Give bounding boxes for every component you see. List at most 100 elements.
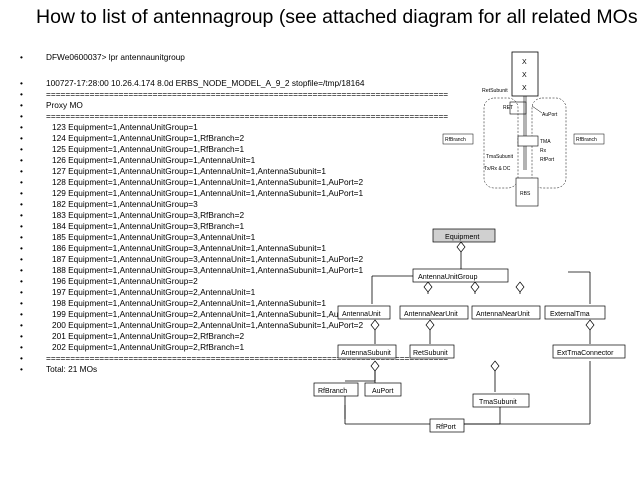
mo-rfbranch: RfBranch (313, 382, 359, 397)
slide-title: How to list of antennagroup (see attache… (36, 6, 638, 28)
mo-antennasubunit-label: AntennaSubunit (341, 350, 391, 357)
bullet-dot: • (20, 155, 23, 165)
bullet-dot: • (20, 166, 23, 176)
bullet-dot: • (20, 309, 23, 319)
bullet-dot: • (20, 100, 23, 110)
mo-antennaunit-label: AntennaUnit (342, 311, 381, 318)
bullet-dot: • (20, 276, 23, 286)
bullet-text: 124 Equipment=1,AntennaUnitGroup=1,RfBra… (52, 133, 245, 143)
mo-antennaunit: AntennaUnit (337, 305, 391, 320)
bullet-dot: • (20, 265, 23, 275)
mo-diamonds (370, 241, 595, 372)
antenna-site-diagram: X X X RetSubunit RET AuPort RfBranch RfB… (442, 51, 605, 207)
rbs-box (515, 177, 539, 207)
bullet-text: 184 Equipment=1,AntennaUnitGroup=3,RfBra… (52, 221, 245, 231)
tmasubunit-label: TmaSubunit (486, 154, 514, 160)
bullet-dot: • (20, 232, 23, 242)
bullet-text: 197 Equipment=1,AntennaUnitGroup=2,Anten… (52, 287, 256, 297)
bullet-text: ========================================… (46, 111, 449, 121)
bullet-text: DFWe0600037> lpr antennaunitgroup (46, 52, 185, 62)
mo-exttmaconnector-label: ExtTmaConnector (557, 350, 614, 357)
bullet-dot: • (20, 89, 23, 99)
antenna-mast: X X X (511, 51, 539, 97)
bullet-dot: • (20, 111, 23, 121)
retsubunit-label: RetSubunit (482, 88, 508, 94)
bullet-text: 201 Equipment=1,AntennaUnitGroup=2,RfBra… (52, 331, 245, 341)
bullet-text: 123 Equipment=1,AntennaUnitGroup=1 (52, 122, 198, 132)
mo-antennanearunit-2: AntennaNearUnit (471, 305, 541, 320)
bullet-text: 196 Equipment=1,AntennaUnitGroup=2 (52, 276, 198, 286)
mo-antennasubunit: AntennaSubunit (337, 344, 397, 359)
mo-externaltma: ExternalTma (544, 305, 606, 320)
mo-equipment-label: Equipment (445, 232, 479, 241)
auport-label: AuPort (542, 112, 558, 118)
bullet-text: 185 Equipment=1,AntennaUnitGroup=3,Anten… (52, 232, 256, 242)
mo-auport-label: AuPort (372, 388, 393, 395)
mo-antennaunitgroup: AntennaUnitGroup (412, 268, 509, 283)
bullet-text: 199 Equipment=1,AntennaUnitGroup=2,Anten… (52, 309, 364, 319)
bullet-text: 202 Equipment=1,AntennaUnitGroup=2,RfBra… (52, 342, 245, 352)
bullet-dot: • (20, 342, 23, 352)
rfport-label: RfPort (540, 157, 555, 163)
mo-antennaunitgroup-label: AntennaUnitGroup (418, 272, 478, 281)
bullet-dot: • (20, 331, 23, 341)
mo-rfport-label: RfPort (436, 424, 456, 431)
bullet-text: 187 Equipment=1,AntennaUnitGroup=3,Anten… (52, 254, 364, 264)
bullet-dot: • (20, 144, 23, 154)
bullet-text: 183 Equipment=1,AntennaUnitGroup=3,RfBra… (52, 210, 245, 220)
mo-tmasubunit-label: TmaSubunit (479, 399, 517, 406)
bullet-dot: • (20, 287, 23, 297)
bullet-text: 100727-17:28:00 10.26.4.174 8.0d ERBS_NO… (46, 78, 365, 88)
bullet-dot: • (20, 364, 23, 374)
bullet-text: 186 Equipment=1,AntennaUnitGroup=3,Anten… (52, 243, 327, 253)
bullet-dot: • (20, 298, 23, 308)
rfbranch-right-label: RfBranch (576, 137, 597, 143)
bullet-dot: • (20, 243, 23, 253)
mo-exttmaconnector: ExtTmaConnector (552, 344, 626, 359)
ret-label: RET (503, 105, 513, 111)
bullet-text: Proxy MO (46, 100, 83, 110)
mo-antennanearunit-label: AntennaNearUnit (404, 311, 458, 318)
bullet-dot: • (20, 353, 23, 363)
tma-box (517, 135, 539, 147)
bullet-text: ========================================… (46, 89, 449, 99)
bullet-dot: • (20, 188, 23, 198)
bullet-text: 200 Equipment=1,AntennaUnitGroup=2,Anten… (52, 320, 364, 330)
bullet-dot: • (20, 177, 23, 187)
antenna-x-mark: X (522, 59, 527, 66)
bullet-dot: • (20, 221, 23, 231)
bullet-dot: • (20, 78, 23, 88)
rx-label: Rx (540, 148, 547, 154)
mo-equipment: Equipment (432, 228, 496, 243)
bullet-text: 129 Equipment=1,AntennaUnitGroup=1,Anten… (52, 188, 364, 198)
bullet-dot: • (20, 210, 23, 220)
bullet-dot: • (20, 122, 23, 132)
rfbranch-right-box (573, 133, 605, 145)
bullet-text: 182 Equipment=1,AntennaUnitGroup=3 (52, 199, 198, 209)
rfbranch-left-label: RfBranch (445, 137, 466, 143)
antenna-x-mark: X (522, 85, 527, 92)
mo-retsubunit: RetSubunit (409, 344, 455, 359)
bullet-text: 188 Equipment=1,AntennaUnitGroup=3,Anten… (52, 265, 364, 275)
mo-tmasubunit: TmaSubunit (472, 393, 530, 408)
mo-rfport: RfPort (429, 418, 465, 433)
bullet-dot: • (20, 133, 23, 143)
bullet-text: 127 Equipment=1,AntennaUnitGroup=1,Anten… (52, 166, 327, 176)
bullet-dot: • (20, 320, 23, 330)
mo-antennanearunit-label: AntennaNearUnit (476, 311, 530, 318)
mo-auport: AuPort (364, 382, 402, 397)
mo-rfbranch-label: RfBranch (318, 388, 347, 395)
mo-antennanearunit-1: AntennaNearUnit (399, 305, 469, 320)
bullet-dot: • (20, 52, 23, 62)
bullet-text: 128 Equipment=1,AntennaUnitGroup=1,Anten… (52, 177, 364, 187)
bullet-text: 125 Equipment=1,AntennaUnitGroup=1,RfBra… (52, 144, 245, 154)
bullet-dot: • (20, 254, 23, 264)
txrxdc-label: Tx/Rx & DC (484, 166, 511, 172)
mo-retsubunit-label: RetSubunit (413, 350, 448, 357)
bullet-text: ========================================… (46, 353, 449, 363)
mo-class-diagram: Equipment AntennaUnitGroup AntennaUnit A… (313, 228, 626, 433)
bullet-text: 126 Equipment=1,AntennaUnitGroup=1,Anten… (52, 155, 256, 165)
bullet-text: 198 Equipment=1,AntennaUnitGroup=2,Anten… (52, 298, 327, 308)
rfbranch-left-box (442, 133, 474, 145)
